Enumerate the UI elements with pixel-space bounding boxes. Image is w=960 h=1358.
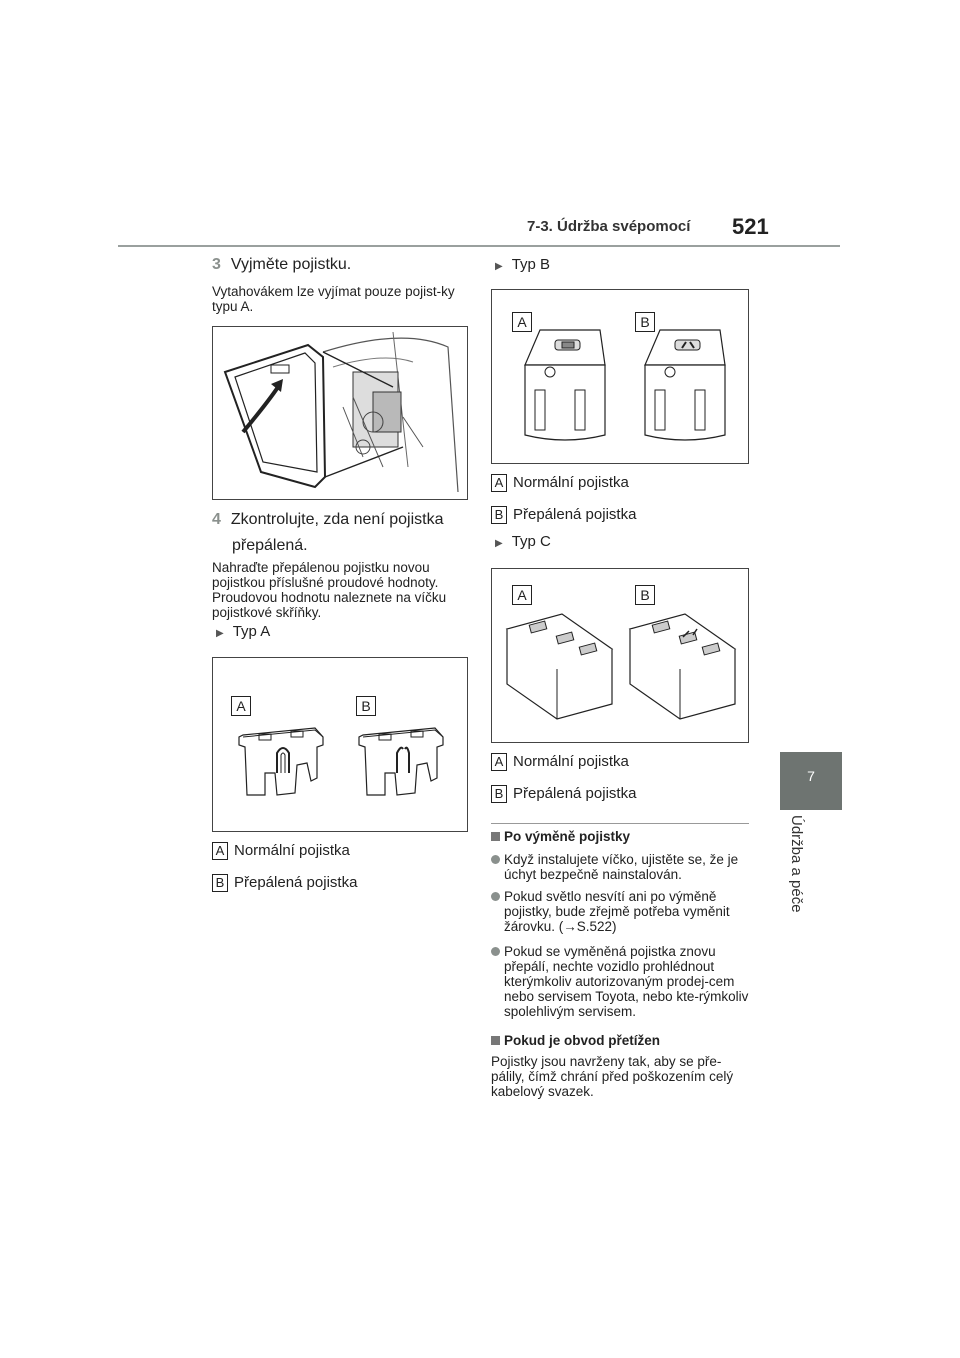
caption-letter: B [491, 785, 507, 803]
caption-blown-fuse-c: B Přepálená pojistka [491, 785, 636, 803]
caption-letter: B [212, 874, 228, 892]
caption-letter: A [491, 474, 507, 492]
caption-letter: B [491, 506, 507, 524]
step-text: Vyjměte pojistku. [230, 256, 352, 273]
step-number: 3 [212, 256, 221, 273]
label-b: B [635, 585, 655, 605]
bullet-3: Pokud se vyměněná pojistka znovu přepálí… [491, 944, 762, 1019]
chapter-tab [780, 752, 842, 810]
step-4: 4 Zkontrolujte, zda není pojistka přepále… [212, 507, 443, 559]
caption-normal-fuse: A Normální pojistka [212, 842, 350, 860]
overload-text: Pojistky jsou navrženy tak, aby se pře-p… [491, 1054, 734, 1099]
caption-blown-fuse-b: B Přepálená pojistka [491, 506, 636, 524]
normal-fuse-b-icon [524, 329, 606, 441]
bullet-2: Pokud světlo nesvítí ani po výměně pojis… [491, 889, 762, 934]
header-divider [118, 245, 840, 247]
type-b-heading: Typ B [495, 256, 550, 273]
step-number: 4 [212, 511, 221, 528]
chapter-number: 7 [807, 768, 815, 784]
type-b-figure: A B [491, 289, 749, 464]
type-c-figure: A B [491, 568, 749, 743]
blown-fuse-a-icon [358, 727, 444, 796]
caption-blown-fuse: B Přepálená pojistka [212, 874, 357, 892]
caption-normal-fuse-b: A Normální pojistka [491, 474, 629, 492]
label-a: A [512, 585, 532, 605]
fuse-puller-figure [212, 326, 468, 500]
caption-text: Přepálená pojistka [513, 506, 637, 523]
type-a-figure: A B [212, 657, 468, 832]
caption-text: Normální pojistka [513, 753, 629, 770]
label-b: B [635, 312, 655, 332]
step-text-line2: přepálená. [232, 537, 308, 554]
page-number: 521 [732, 214, 769, 239]
type-c-heading: Typ C [495, 533, 551, 550]
caption-text: Normální pojistka [234, 842, 350, 859]
caption-text: Normální pojistka [513, 474, 629, 491]
caption-letter: A [212, 842, 228, 860]
section-title: 7-3. Údržba svépomocí [527, 218, 691, 235]
blown-fuse-b-icon [644, 329, 726, 441]
step-3: 3 Vyjměte pojistku. [212, 256, 351, 274]
blown-fuse-c-icon [628, 613, 737, 720]
label-a: A [231, 696, 251, 716]
normal-fuse-a-icon [238, 727, 324, 796]
fuse-puller-illustration [223, 331, 459, 493]
section-divider [491, 823, 749, 824]
chapter-label: Údržba a péče [788, 815, 805, 913]
bullet-1: Když instalujete víčko, ujistěte se, že … [491, 852, 762, 882]
normal-fuse-c-icon [505, 613, 614, 720]
label-b: B [356, 696, 376, 716]
after-replacement-heading: Po výměně pojistky [491, 829, 630, 844]
step-text-line1: Zkontrolujte, zda není pojistka [230, 511, 444, 528]
caption-text: Přepálená pojistka [234, 874, 358, 891]
overload-heading: Pokud je obvod přetížen [491, 1033, 660, 1048]
caption-letter: A [491, 753, 507, 771]
step-4-note: Nahraďte přepálenou pojistku novou pojis… [212, 560, 447, 620]
caption-text: Přepálená pojistka [513, 785, 637, 802]
caption-normal-fuse-c: A Normální pojistka [491, 753, 629, 771]
label-a: A [512, 312, 532, 332]
type-a-heading: Typ A [216, 623, 271, 640]
step-3-note: Vytahovákem lze vyjímat pouze pojist-ky … [212, 284, 455, 314]
